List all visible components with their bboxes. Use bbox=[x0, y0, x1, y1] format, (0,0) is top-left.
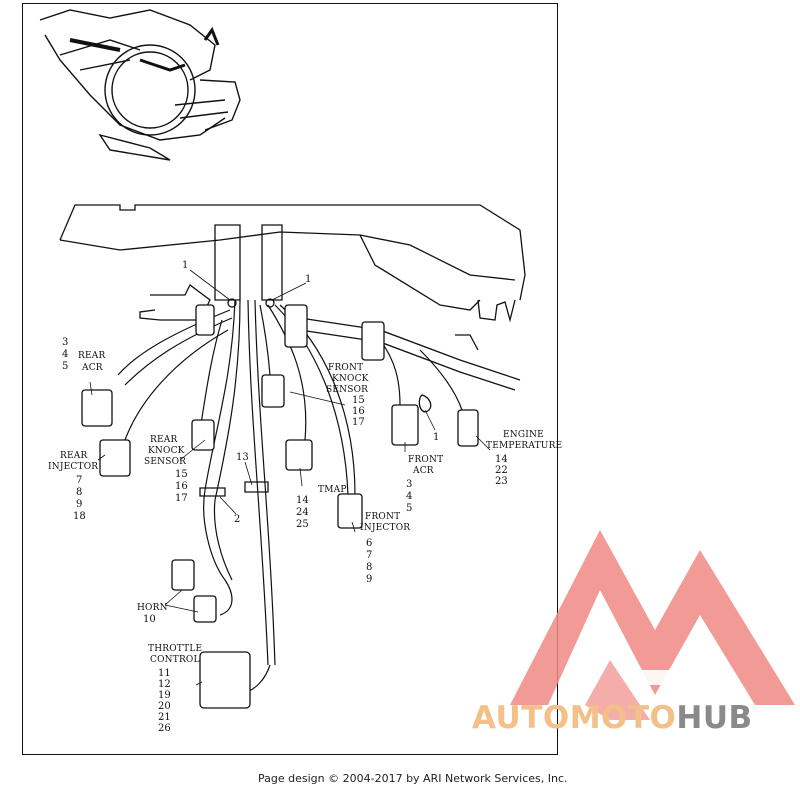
clip-front-label: 1 bbox=[433, 432, 439, 443]
front-knock-line-1: KNOCK bbox=[332, 374, 369, 384]
automotohub-logo-icon bbox=[510, 530, 795, 720]
rear-injector-num-0: 7 bbox=[76, 475, 82, 486]
front-knock-num-2: 17 bbox=[352, 417, 365, 428]
front-knock-connector bbox=[261, 374, 285, 408]
rear-acr-line-0: REAR bbox=[78, 351, 105, 361]
rear-knock-num-2: 17 bbox=[175, 493, 188, 504]
rear-injector-line-1: INJECTOR bbox=[48, 462, 98, 472]
front-acr-line-0: FRONT bbox=[408, 455, 443, 465]
front-acr-num-0: 3 bbox=[406, 479, 412, 490]
brand-part2: HUB bbox=[676, 700, 753, 736]
brand-part1: AUTOMOTO bbox=[472, 700, 677, 736]
front-knock-num-0: 15 bbox=[352, 395, 365, 406]
motorcycle-thumbnail bbox=[39, 9, 241, 161]
rear-acr-num-2: 5 bbox=[62, 361, 68, 372]
rear-acr-line-1: ACR bbox=[81, 363, 103, 373]
throttle-num-3: 20 bbox=[158, 701, 171, 712]
engine-temp-line-0: ENGINE bbox=[503, 430, 544, 440]
horn-num-0: 10 bbox=[143, 614, 156, 625]
throttle-line-0: THROTTLE bbox=[148, 644, 202, 654]
front-knock-line-2: SENSOR bbox=[326, 385, 368, 395]
front-injector-num-0: 6 bbox=[366, 538, 372, 549]
front-acr-num-2: 5 bbox=[406, 503, 412, 514]
rear-knock-num-1: 16 bbox=[175, 481, 188, 492]
front-acr-connector bbox=[391, 404, 419, 446]
footer-copyright: Page design © 2004-2017 by ARI Network S… bbox=[258, 772, 568, 785]
chassis bbox=[59, 204, 526, 391]
rear-knock-line-1: KNOCK bbox=[148, 446, 185, 456]
clip-left-label: 1 bbox=[182, 260, 188, 271]
engine-temp-num-2: 23 bbox=[495, 476, 508, 487]
rear-acr-connector bbox=[81, 389, 113, 427]
horn-line-0: HORN bbox=[137, 603, 168, 613]
front-knock-line-0: FRONT bbox=[328, 363, 363, 373]
throttle-num-4: 21 bbox=[158, 712, 171, 723]
clips bbox=[199, 298, 432, 497]
front-acr-line-1: ACR bbox=[412, 466, 434, 476]
engine-temp-num-1: 22 bbox=[495, 465, 508, 476]
rear-knock-line-0: REAR bbox=[150, 435, 177, 445]
tmap-connector bbox=[285, 439, 313, 471]
connectors bbox=[81, 304, 479, 709]
rear-knock-line-2: SENSOR bbox=[144, 457, 186, 467]
rear-injector-num-1: 8 bbox=[76, 487, 82, 498]
throttle-num-2: 19 bbox=[158, 690, 171, 701]
front-acr-num-1: 4 bbox=[406, 491, 412, 502]
horn-connector-2 bbox=[193, 595, 217, 623]
engine-temp-num-0: 14 bbox=[495, 454, 508, 465]
leader-lines bbox=[89, 269, 491, 686]
engine-temp-line-1: TEMPERATURE bbox=[486, 441, 562, 451]
diagram-frame bbox=[22, 3, 558, 755]
rear-knock-num-0: 15 bbox=[175, 469, 188, 480]
front-injector-num-3: 9 bbox=[366, 574, 372, 585]
clip-13-label: 13 bbox=[236, 452, 249, 463]
tmap-num-2: 25 bbox=[296, 519, 309, 530]
rear-acr-num-0: 3 bbox=[62, 337, 68, 348]
throttle-num-1: 12 bbox=[158, 679, 171, 690]
throttle-control-connector bbox=[199, 651, 251, 709]
brand-wordmark: AUTOMOTOHUB bbox=[472, 700, 753, 736]
rear-injector-num-2: 9 bbox=[76, 499, 82, 510]
engine-temp-connector bbox=[457, 409, 479, 447]
front-injector-line-1: INJECTOR bbox=[360, 523, 410, 533]
throttle-num-5: 26 bbox=[158, 723, 171, 734]
clip-2-label: 2 bbox=[234, 514, 240, 525]
rear-acr-num-1: 4 bbox=[62, 349, 68, 360]
tmap-line-0: TMAP bbox=[318, 485, 347, 495]
front-injector-num-2: 8 bbox=[366, 562, 372, 573]
throttle-num-0: 11 bbox=[158, 668, 171, 679]
front-injector-line-0: FRONT bbox=[365, 512, 400, 522]
clip-right-label: 1 bbox=[305, 274, 311, 285]
front-knock-num-1: 16 bbox=[352, 406, 365, 417]
rear-injector-num-3: 18 bbox=[73, 511, 86, 522]
front-injector-connector bbox=[337, 493, 363, 529]
callout-labels: 1 1 1 13 2 3 4 5 REAR ACR REAR INJECTOR … bbox=[48, 260, 562, 734]
horn-connector-1 bbox=[171, 559, 195, 591]
tmap-num-1: 24 bbox=[296, 507, 309, 518]
tmap-num-0: 14 bbox=[296, 495, 309, 506]
throttle-line-1: CONTROL bbox=[150, 655, 200, 665]
rear-injector-connector bbox=[99, 439, 131, 477]
rear-knock-connector bbox=[191, 419, 215, 451]
front-injector-num-1: 7 bbox=[366, 550, 372, 561]
rear-injector-line-0: REAR bbox=[60, 451, 87, 461]
